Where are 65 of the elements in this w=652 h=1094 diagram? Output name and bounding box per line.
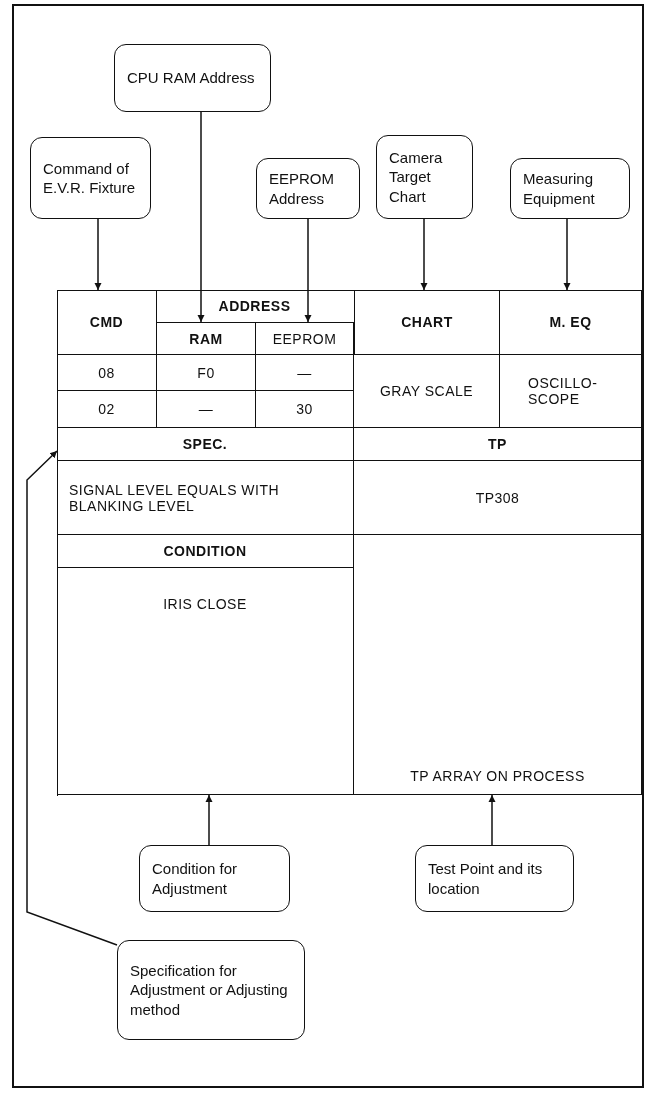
cell-text: 02 <box>98 401 115 417</box>
column-heading: RAM <box>189 330 223 347</box>
arrow <box>420 218 428 291</box>
callout-text: Specification for Adjustment or Adjusting method <box>130 960 289 1020</box>
cell-text: IRIS CLOSE <box>163 596 247 612</box>
column-heading: ADDRESS <box>218 298 291 314</box>
table-cell <box>57 568 354 795</box>
callout-text: Test Point and its location <box>428 859 544 898</box>
callout-text: Command of E.V.R. Fixture <box>43 158 136 198</box>
callout-text: Measuring Equipment <box>523 169 596 208</box>
callout-box <box>117 940 305 1040</box>
cell-text: — <box>198 401 214 417</box>
cell-text: 30 <box>296 401 313 417</box>
table-cell <box>256 322 354 355</box>
table-cell <box>354 355 500 428</box>
callout-text: CPU RAM Address <box>127 68 255 88</box>
column-heading: TP <box>488 436 507 452</box>
table-cell <box>157 355 256 391</box>
table-cell <box>157 322 256 355</box>
callout-text: Camera Target Chart <box>389 147 444 207</box>
table-cell <box>57 461 354 535</box>
table-cell <box>57 428 354 461</box>
cell-text: F0 <box>197 364 215 381</box>
table-cell <box>57 535 354 568</box>
table-cell <box>354 535 642 795</box>
table-cell <box>57 290 157 355</box>
cell-text: EEPROM <box>272 330 337 347</box>
cell-text: — <box>297 364 312 381</box>
callout-box <box>256 158 360 219</box>
table-cell <box>354 290 500 355</box>
callout-text: Condition for Adjustment <box>152 859 239 898</box>
arrow <box>26 450 118 946</box>
table-cell <box>500 355 642 428</box>
arrow <box>205 794 213 846</box>
cell-text: OSCILLO- SCOPE <box>528 375 599 407</box>
callout-text: EEPROM Address <box>269 169 335 208</box>
callout-box <box>415 845 574 912</box>
arrow <box>488 794 496 846</box>
column-heading: CHART <box>401 314 453 330</box>
callout-box <box>510 158 630 219</box>
arrow <box>304 218 312 323</box>
column-heading: CMD <box>89 314 124 330</box>
column-heading: M. EQ <box>549 314 592 330</box>
callout-box <box>139 845 290 912</box>
cell-text: SIGNAL LEVEL EQUALS WITH BLANKING LEVEL <box>69 481 281 514</box>
table-cell <box>57 391 157 428</box>
callout-box <box>30 137 151 219</box>
arrow <box>563 218 571 291</box>
cell-text: 08 <box>98 364 115 381</box>
cell-text: TP ARRAY ON PROCESS <box>410 768 585 784</box>
table-cell <box>354 461 642 535</box>
callout-box <box>376 135 473 219</box>
callout-box <box>114 44 271 112</box>
table-cell <box>157 391 256 428</box>
table-cell <box>500 290 642 355</box>
column-heading: SPEC. <box>182 436 228 452</box>
arrow <box>197 111 205 323</box>
column-heading: CONDITION <box>163 543 247 559</box>
arrow <box>94 218 102 291</box>
table-cell <box>256 391 354 428</box>
table-cell <box>354 428 642 461</box>
cell-text: GRAY SCALE <box>379 383 474 399</box>
cell-text: TP308 <box>475 489 520 506</box>
table-cell <box>256 355 354 391</box>
table-cell <box>57 355 157 391</box>
